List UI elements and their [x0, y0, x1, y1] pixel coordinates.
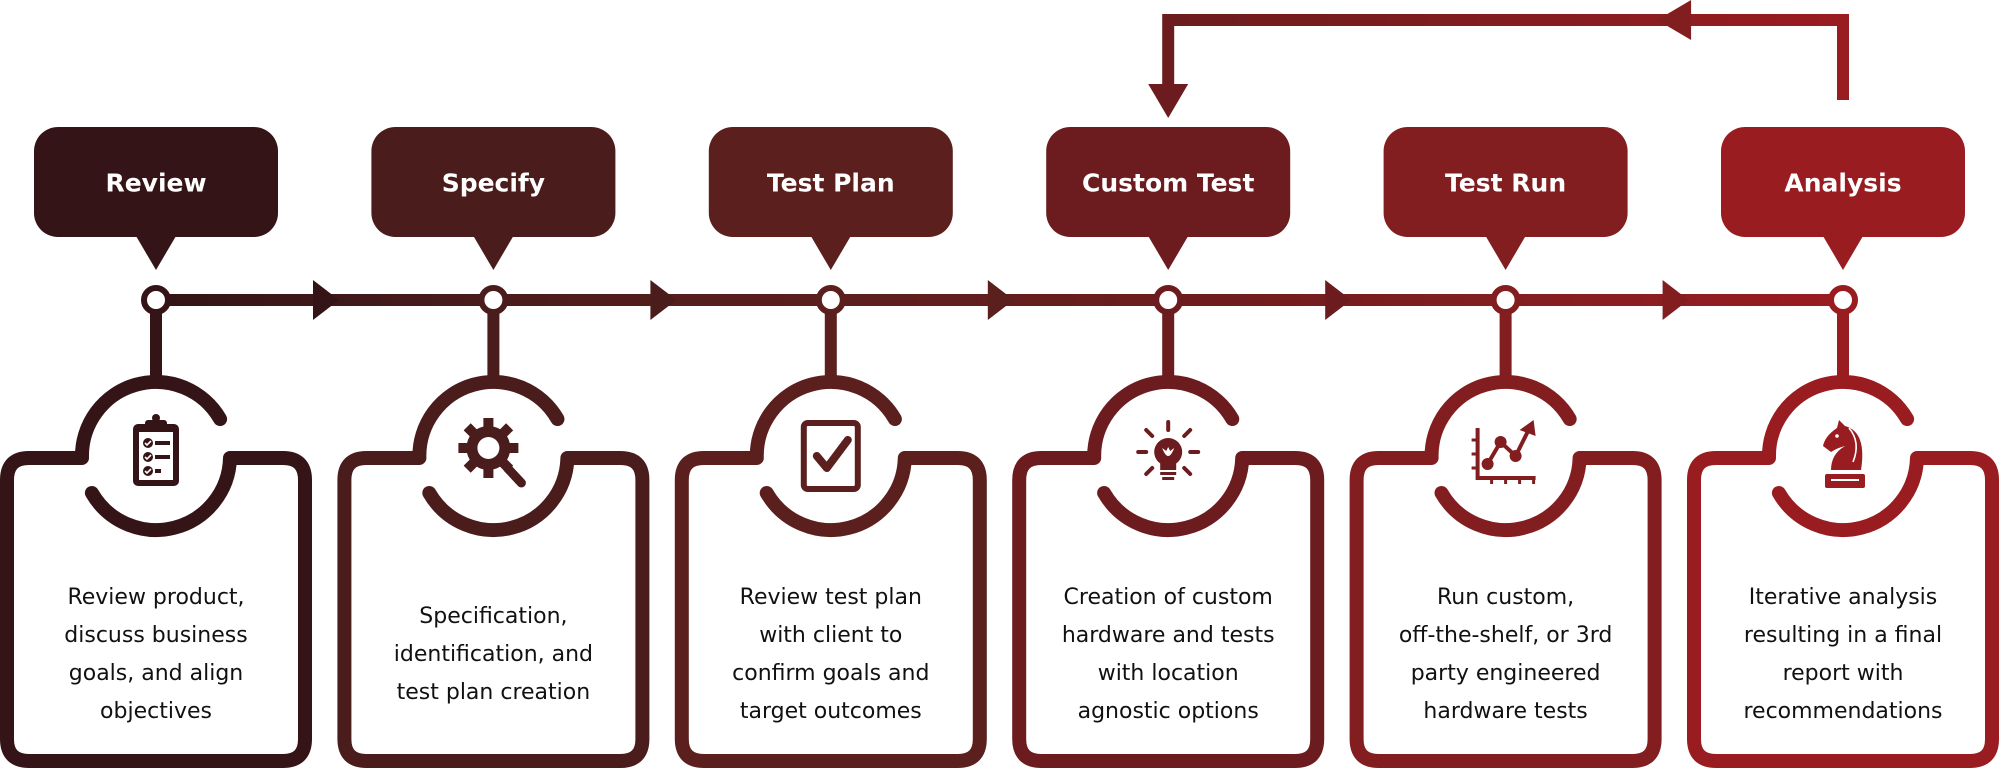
timeline-node: [1490, 285, 1521, 315]
timeline-arrowhead: [1662, 280, 1689, 320]
icon-ring-bottom-arc: [422, 451, 575, 538]
loop-arrowhead-left: [1657, 0, 1692, 40]
stage-description-line: discuss business: [64, 623, 247, 648]
line-chart-up-icon: [1471, 420, 1536, 484]
callout-box: [1721, 127, 1965, 237]
stage-card: [337, 451, 650, 768]
callout-pointer: [810, 236, 851, 270]
stage-title-callout: Review: [34, 127, 278, 270]
stage-title: Test Plan: [767, 169, 895, 198]
icon-ring-bottom-arc: [759, 451, 912, 538]
stage-description-line: Specification,: [419, 604, 567, 629]
stage-description-line: with client to: [759, 623, 902, 648]
stage-description-line: target outcomes: [740, 699, 922, 724]
lightbulb-icon: [1136, 420, 1201, 480]
stage-description-line: off-the-shelf, or 3rd: [1399, 623, 1613, 648]
stage-card: [1349, 451, 1662, 768]
stage-card: [1012, 451, 1325, 768]
stage-title-callout: Specify: [371, 127, 616, 270]
icon-ring-bottom-arc: [84, 451, 237, 538]
stage-card: [0, 451, 312, 768]
timeline-node: [141, 285, 171, 315]
stage-title: Review: [105, 169, 206, 198]
stage-description-line: confirm goals and: [732, 661, 929, 686]
icon-ring-bottom-arc: [1097, 451, 1250, 538]
stage-description-line: objectives: [100, 699, 212, 724]
timeline-node: [1828, 285, 1858, 315]
stage-title-callout: Test Plan: [708, 127, 953, 270]
stage-description-line: Review product,: [67, 585, 244, 610]
timeline-node: [478, 285, 509, 315]
icon-ring-top-arc: [1087, 374, 1240, 465]
stage-title-callout: Analysis: [1721, 127, 1965, 270]
timeline-arrowhead: [650, 280, 677, 320]
icon-ring-top-arc: [74, 374, 228, 465]
checkbox-checked-icon: [800, 420, 861, 492]
callout-pointer: [136, 236, 176, 270]
stage-title-callout: Test Run: [1383, 127, 1628, 270]
callout-pointer: [1148, 236, 1189, 270]
timeline-arrowhead: [1325, 280, 1352, 320]
stage-card: [1687, 451, 1999, 768]
callout-box: [1046, 127, 1291, 237]
callout-box: [371, 127, 616, 237]
stage-description-line: hardware and tests: [1062, 623, 1275, 648]
stage-card: [674, 451, 987, 768]
stage-description-line: agnostic options: [1078, 699, 1259, 724]
stage-description-line: Run custom,: [1437, 585, 1574, 610]
stage-description-line: Review test plan: [740, 585, 922, 610]
stage-title: Custom Test: [1082, 169, 1254, 198]
stage-description-line: hardware tests: [1423, 699, 1587, 724]
timeline-arrowhead: [987, 280, 1014, 320]
stage-description-line: report with: [1783, 661, 1904, 686]
stage-description-line: Iterative analysis: [1749, 585, 1938, 610]
icon-ring-bottom-arc: [1771, 451, 1924, 538]
stage-title-callout: Custom Test: [1046, 127, 1291, 270]
icon-ring-top-arc: [412, 374, 565, 465]
loop-line: [1162, 14, 1849, 100]
stage-description-line: Creation of custom: [1064, 585, 1273, 610]
gear-magnifier-icon: [458, 418, 526, 488]
icon-ring-top-arc: [1424, 374, 1577, 465]
stage-description-line: recommendations: [1743, 699, 1942, 724]
timeline-node: [1153, 285, 1184, 315]
icon-ring-top-arc: [749, 374, 902, 465]
callout-pointer: [1485, 236, 1526, 270]
icon-ring-top-arc: [1761, 374, 1915, 465]
stage-description-line: goals, and align: [69, 661, 243, 686]
timeline-arrowhead: [313, 280, 339, 320]
stage-title: Specify: [442, 169, 545, 198]
timeline-node: [815, 285, 846, 315]
stage-title: Test Run: [1445, 169, 1566, 198]
stage-description-line: identification, and: [394, 642, 593, 667]
icon-ring-bottom-arc: [1434, 451, 1587, 538]
callout-box: [1383, 127, 1628, 237]
stage-description-line: party engineered: [1411, 661, 1601, 686]
stage-description-line: test plan creation: [397, 680, 591, 705]
chess-knight-icon: [1823, 420, 1865, 488]
clipboard-checklist-icon: [133, 414, 179, 486]
callout-pointer: [473, 236, 514, 270]
stage-title: Analysis: [1784, 169, 1901, 198]
callout-box: [34, 127, 278, 237]
loop-arrowhead-down: [1148, 84, 1189, 118]
callout-box: [708, 127, 953, 237]
callout-pointer: [1823, 236, 1863, 270]
stage-description-line: with location: [1098, 661, 1239, 686]
stage-description-line: resulting in a final: [1744, 623, 1942, 648]
timeline: [156, 280, 1843, 320]
feedback-loop-arrow: [1148, 0, 1849, 118]
